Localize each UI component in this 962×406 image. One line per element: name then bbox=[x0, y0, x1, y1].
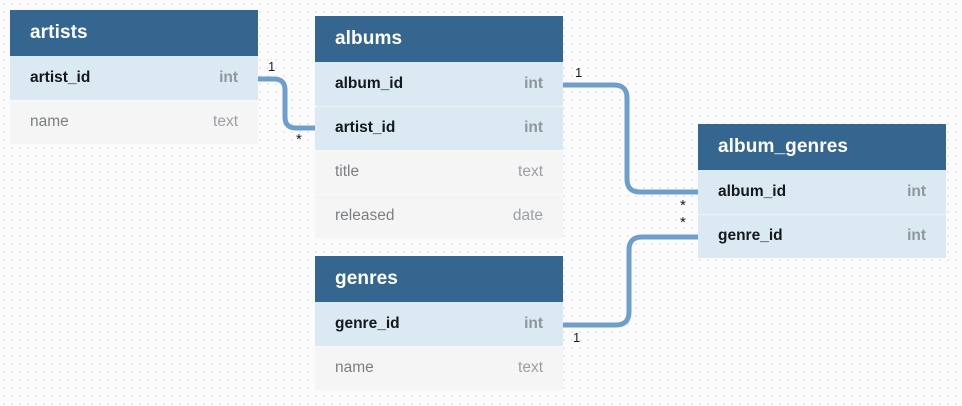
column-type: text bbox=[518, 163, 543, 180]
column-name: genre_id bbox=[718, 227, 783, 244]
column-row-genre-id[interactable]: genre_id int bbox=[698, 214, 946, 258]
table-title-album-genres: album_genres bbox=[698, 124, 946, 170]
column-row-album-id[interactable]: album_id int bbox=[698, 170, 946, 214]
column-list-genres: genre_id int name text bbox=[315, 302, 563, 390]
column-type: int bbox=[524, 119, 543, 136]
cardinality-artists-albums-many: * bbox=[296, 131, 302, 148]
column-row-album-id[interactable]: album_id int bbox=[315, 62, 563, 106]
connector-genres-album_genres bbox=[560, 234, 702, 328]
cardinality-genres-album_genres-one: 1 bbox=[573, 330, 581, 345]
table-title-artists: artists bbox=[10, 10, 258, 56]
entity-table-album-genres[interactable]: album_genres album_id int genre_id int bbox=[698, 124, 946, 258]
connector-artists-albums bbox=[255, 76, 319, 131]
column-type: int bbox=[907, 183, 926, 200]
entity-table-genres[interactable]: genres genre_id int name text bbox=[315, 256, 563, 390]
column-name: artist_id bbox=[335, 119, 396, 136]
column-type: text bbox=[518, 359, 543, 376]
table-title-genres: genres bbox=[315, 256, 563, 302]
column-name: name bbox=[335, 359, 374, 376]
column-list-artists: artist_id int name text bbox=[10, 56, 258, 144]
column-row-name[interactable]: name text bbox=[10, 100, 258, 144]
entity-table-albums[interactable]: albums album_id int artist_id int title … bbox=[315, 16, 563, 238]
column-name: album_id bbox=[335, 75, 404, 92]
column-name: artist_id bbox=[30, 69, 91, 86]
cardinality-albums-album_genres-many: * bbox=[680, 197, 686, 214]
column-type: int bbox=[524, 315, 543, 332]
cardinality-artists-albums-one: 1 bbox=[268, 59, 276, 74]
column-type: text bbox=[213, 113, 238, 130]
column-list-album-genres: album_id int genre_id int bbox=[698, 170, 946, 258]
table-title-albums: albums bbox=[315, 16, 563, 62]
entity-table-artists[interactable]: artists artist_id int name text bbox=[10, 10, 258, 144]
column-list-albums: album_id int artist_id int title text re… bbox=[315, 62, 563, 238]
column-row-name[interactable]: name text bbox=[315, 346, 563, 390]
column-name: title bbox=[335, 163, 360, 180]
column-row-title[interactable]: title text bbox=[315, 150, 563, 194]
column-type: int bbox=[907, 227, 926, 244]
column-row-artist-id[interactable]: artist_id int bbox=[315, 106, 563, 150]
cardinality-genres-album_genres-many: * bbox=[680, 214, 686, 231]
column-type: int bbox=[524, 75, 543, 92]
connector-albums-album_genres bbox=[560, 82, 702, 195]
column-name: album_id bbox=[718, 183, 787, 200]
column-name: released bbox=[335, 207, 395, 224]
column-type: date bbox=[512, 207, 543, 224]
column-type: int bbox=[219, 69, 238, 86]
cardinality-albums-album_genres-one: 1 bbox=[575, 65, 583, 80]
column-name: name bbox=[30, 113, 69, 130]
column-name: genre_id bbox=[335, 315, 400, 332]
column-row-released[interactable]: released date bbox=[315, 194, 563, 238]
column-row-genre-id[interactable]: genre_id int bbox=[315, 302, 563, 346]
column-row-artist-id[interactable]: artist_id int bbox=[10, 56, 258, 100]
